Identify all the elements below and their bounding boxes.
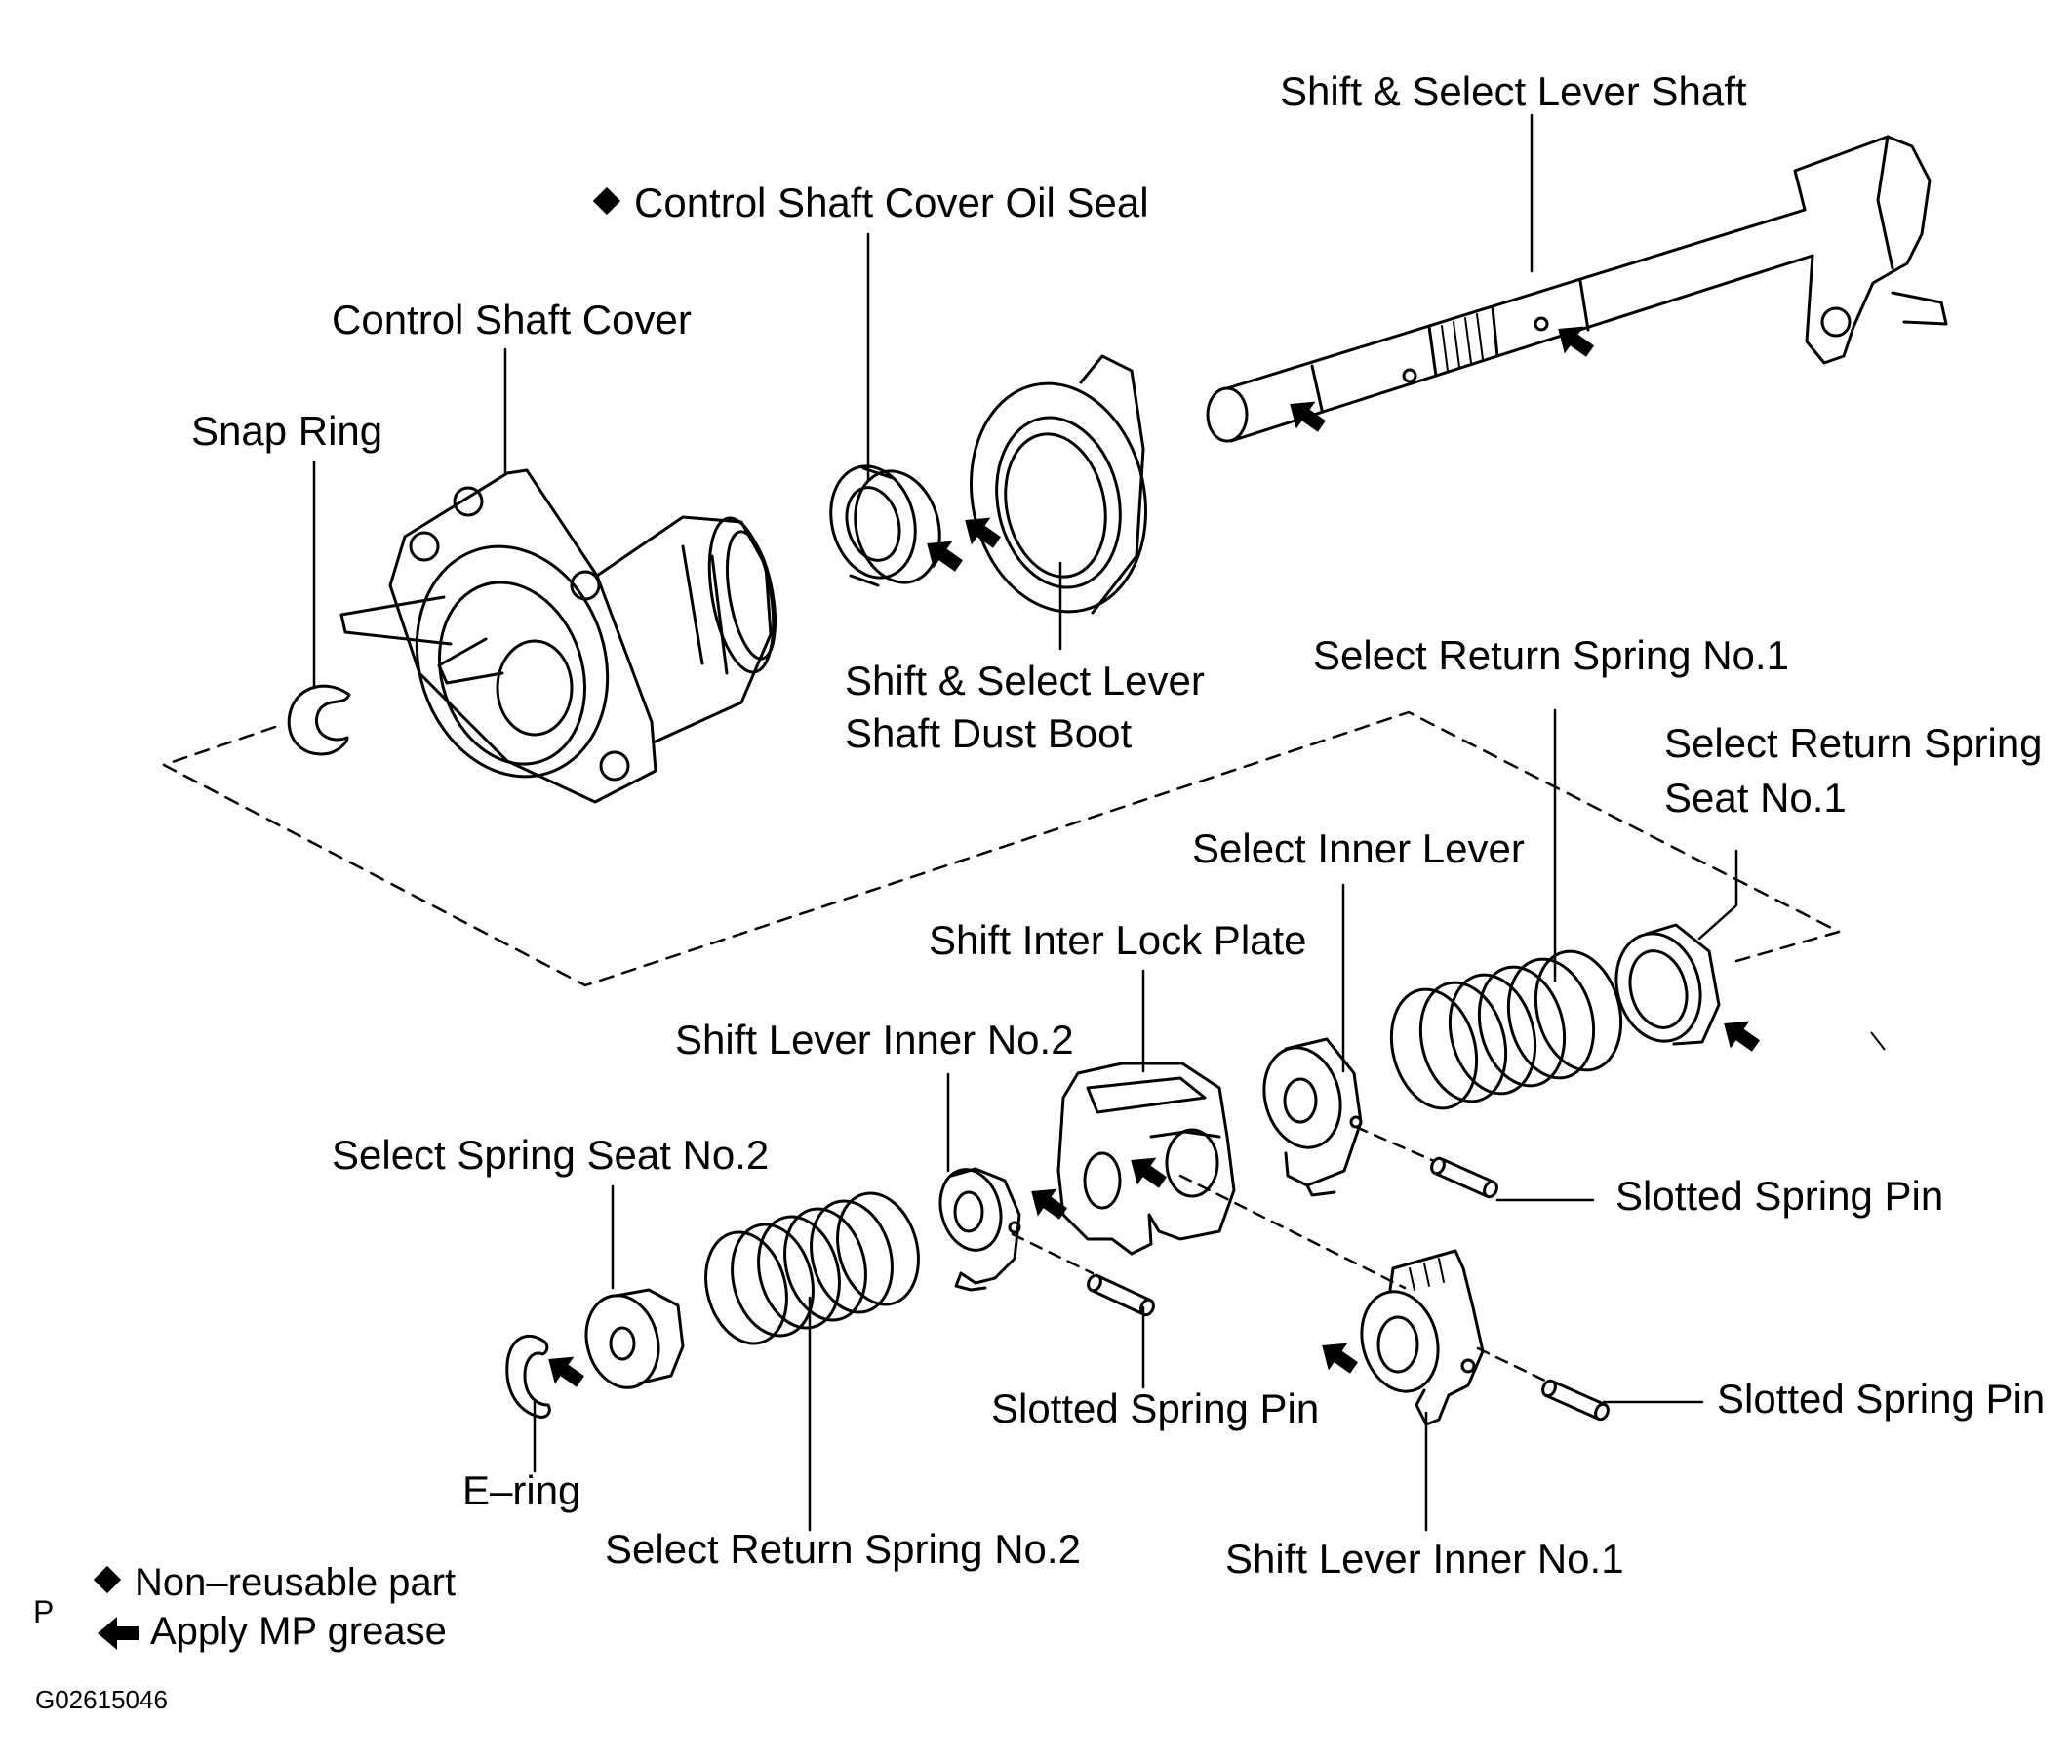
- slotted-spring-pins: [1087, 1156, 1610, 1422]
- stray-mark: [1870, 1031, 1886, 1051]
- select-inner-lever: [1262, 1037, 1363, 1197]
- non-reusable-diamond-icon: [592, 186, 621, 216]
- label-select-return-spring-no2: Select Return Spring No.2: [605, 1526, 1081, 1572]
- select-return-spring-no1: [1389, 949, 1623, 1110]
- label-select-spring-seat-no2: Select Spring Seat No.2: [332, 1132, 770, 1178]
- grease-arrow-icon: [98, 1617, 139, 1651]
- label-select-return-spring-no1: Select Return Spring No.1: [1313, 632, 1789, 678]
- label-slotted-spring-pin-upper: Slotted Spring Pin: [1615, 1173, 1944, 1219]
- e-ring: [505, 1334, 551, 1419]
- shift-select-lever-shaft: [1206, 135, 1948, 443]
- label-select-inner-lever: Select Inner Lever: [1192, 825, 1525, 871]
- non-reusable-diamond-icon: [93, 1565, 122, 1594]
- grease-arrows: [538, 315, 1766, 1395]
- label-control-shaft-cover: Control Shaft Cover: [332, 297, 692, 342]
- label-shift-inter-lock-plate: Shift Inter Lock Plate: [929, 917, 1307, 963]
- label-snap-ring: Snap Ring: [191, 408, 383, 454]
- corner-mark: P: [33, 1594, 55, 1629]
- select-return-spring-no2: [704, 1191, 920, 1345]
- leader-lines: [312, 113, 1738, 1532]
- legend-apply-grease: Apply MP grease: [96, 1608, 447, 1655]
- shift-select-lever-shaft-dust-boot: [969, 354, 1148, 615]
- center-lines: [1011, 1125, 1553, 1385]
- label-dust-boot-line1: Shift & Select Lever: [845, 658, 1205, 703]
- label-shift-select-lever-shaft: Shift & Select Lever Shaft: [1280, 68, 1747, 114]
- shift-lever-inner-no1: [1360, 1249, 1485, 1426]
- label-shift-lever-inner-no1: Shift Lever Inner No.1: [1225, 1536, 1624, 1582]
- shift-lever-inner-no2: [938, 1167, 1021, 1292]
- legend-non-reusable: Non–reusable part: [93, 1559, 456, 1606]
- shift-inter-lock-plate: [1056, 1062, 1236, 1256]
- control-shaft-cover: [339, 468, 777, 804]
- figure-code: G02615046: [35, 1685, 168, 1714]
- label-select-return-spring-seat-no1-line2: Seat No.1: [1664, 775, 1847, 821]
- label-e-ring: E–ring: [462, 1467, 581, 1513]
- assembly-outline-dashed: [162, 710, 1841, 987]
- snap-ring: [287, 684, 351, 756]
- label-slotted-spring-pin-middle: Slotted Spring Pin: [991, 1385, 1320, 1431]
- label-dust-boot-line2: Shaft Dust Boot: [845, 710, 1133, 756]
- label-control-shaft-cover-oil-seal: Control Shaft Cover Oil Seal: [592, 180, 1149, 226]
- control-shaft-cover-oil-seal: [829, 464, 941, 587]
- select-spring-seat-no2: [584, 1288, 685, 1389]
- label-select-return-spring-seat-no1-line1: Select Return Spring: [1664, 720, 2043, 766]
- label-slotted-spring-pin-right: Slotted Spring Pin: [1717, 1376, 2046, 1422]
- label-shift-lever-inner-no2: Shift Lever Inner No.2: [675, 1017, 1074, 1062]
